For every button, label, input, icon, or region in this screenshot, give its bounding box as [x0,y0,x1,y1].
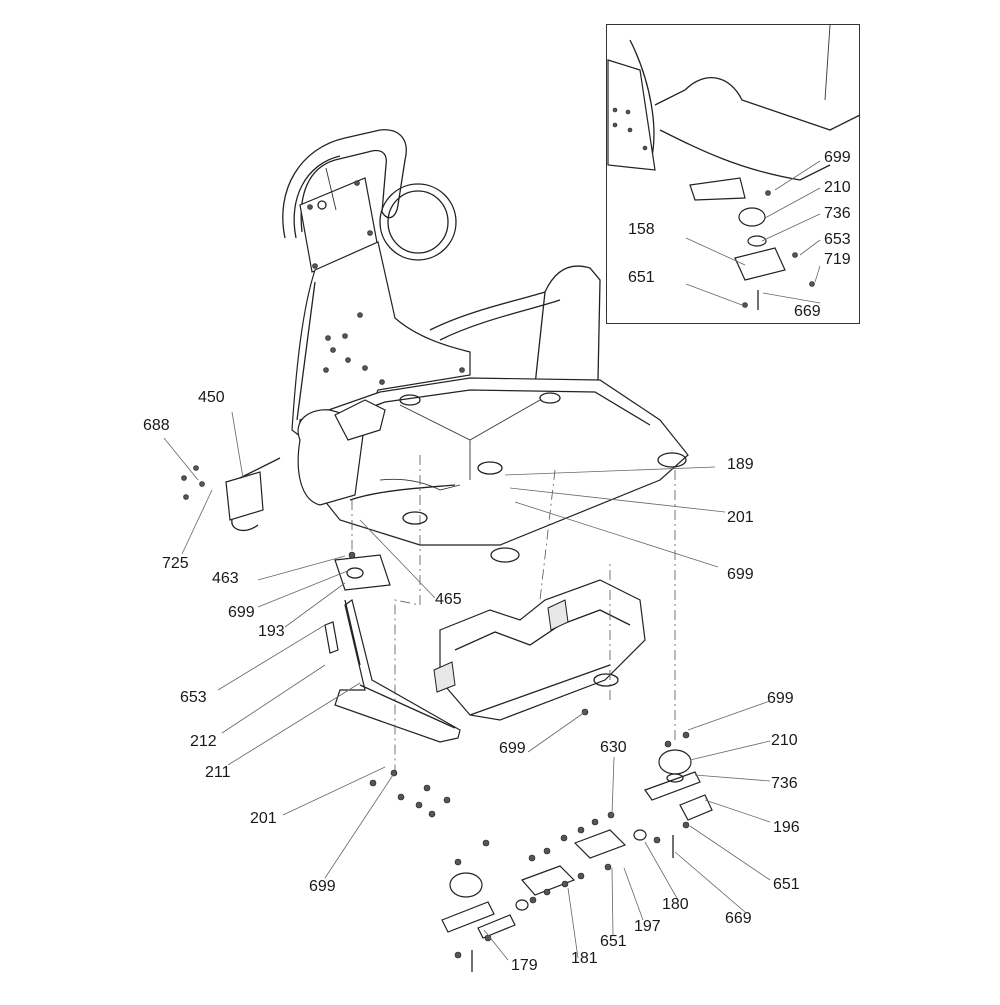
part-label-179: 179 [511,957,538,974]
part-label-699-e: 699 [767,690,794,707]
part-label-181: 181 [571,950,598,967]
part-label-inset-719: 719 [824,251,851,268]
part-label-212: 212 [190,733,217,750]
part-label-630: 630 [600,739,627,756]
part-label-699-b: 699 [727,566,754,583]
part-label-653: 653 [180,689,207,706]
part-label-180: 180 [662,896,689,913]
inset-detail-frame [606,24,860,324]
part-label-inset-653: 653 [824,231,851,248]
part-label-inset-736: 736 [824,205,851,222]
part-label-201-b: 201 [250,810,277,827]
part-label-inset-210: 210 [824,179,851,196]
part-label-189: 189 [727,456,754,473]
part-label-736: 736 [771,775,798,792]
seat-handle [282,129,457,261]
part-label-inset-699: 699 [824,149,851,166]
part-label-651-a: 651 [773,876,800,893]
part-label-688: 688 [143,417,170,434]
part-label-725: 725 [162,555,189,572]
part-label-210: 210 [771,732,798,749]
part-label-699-a: 699 [228,604,255,621]
part-label-193: 193 [258,623,285,640]
part-label-inset-158: 158 [628,221,655,238]
seat-back-panel [299,167,379,273]
rail-assembly [441,731,713,972]
leader-lines [163,160,821,961]
part-label-inset-669: 669 [794,303,821,320]
side-bracket-450 [181,457,281,532]
part-label-201-a: 201 [727,509,754,526]
part-label-669: 669 [725,910,752,927]
part-label-inset-651: 651 [628,269,655,286]
seat-cushion [429,265,601,386]
part-label-463: 463 [212,570,239,587]
part-label-699-d: 699 [499,740,526,757]
foot-bracket [324,598,461,743]
part-label-450: 450 [198,389,225,406]
part-label-651-b: 651 [600,933,627,950]
part-label-196: 196 [773,819,800,836]
inset-drawing [607,24,861,310]
part-label-465: 465 [435,591,462,608]
part-label-699-c: 699 [309,878,336,895]
main-tray [297,377,689,563]
part-label-211: 211 [205,764,231,781]
part-label-197: 197 [634,918,661,935]
lower-tray [433,579,646,721]
alignment-lines [351,455,676,770]
